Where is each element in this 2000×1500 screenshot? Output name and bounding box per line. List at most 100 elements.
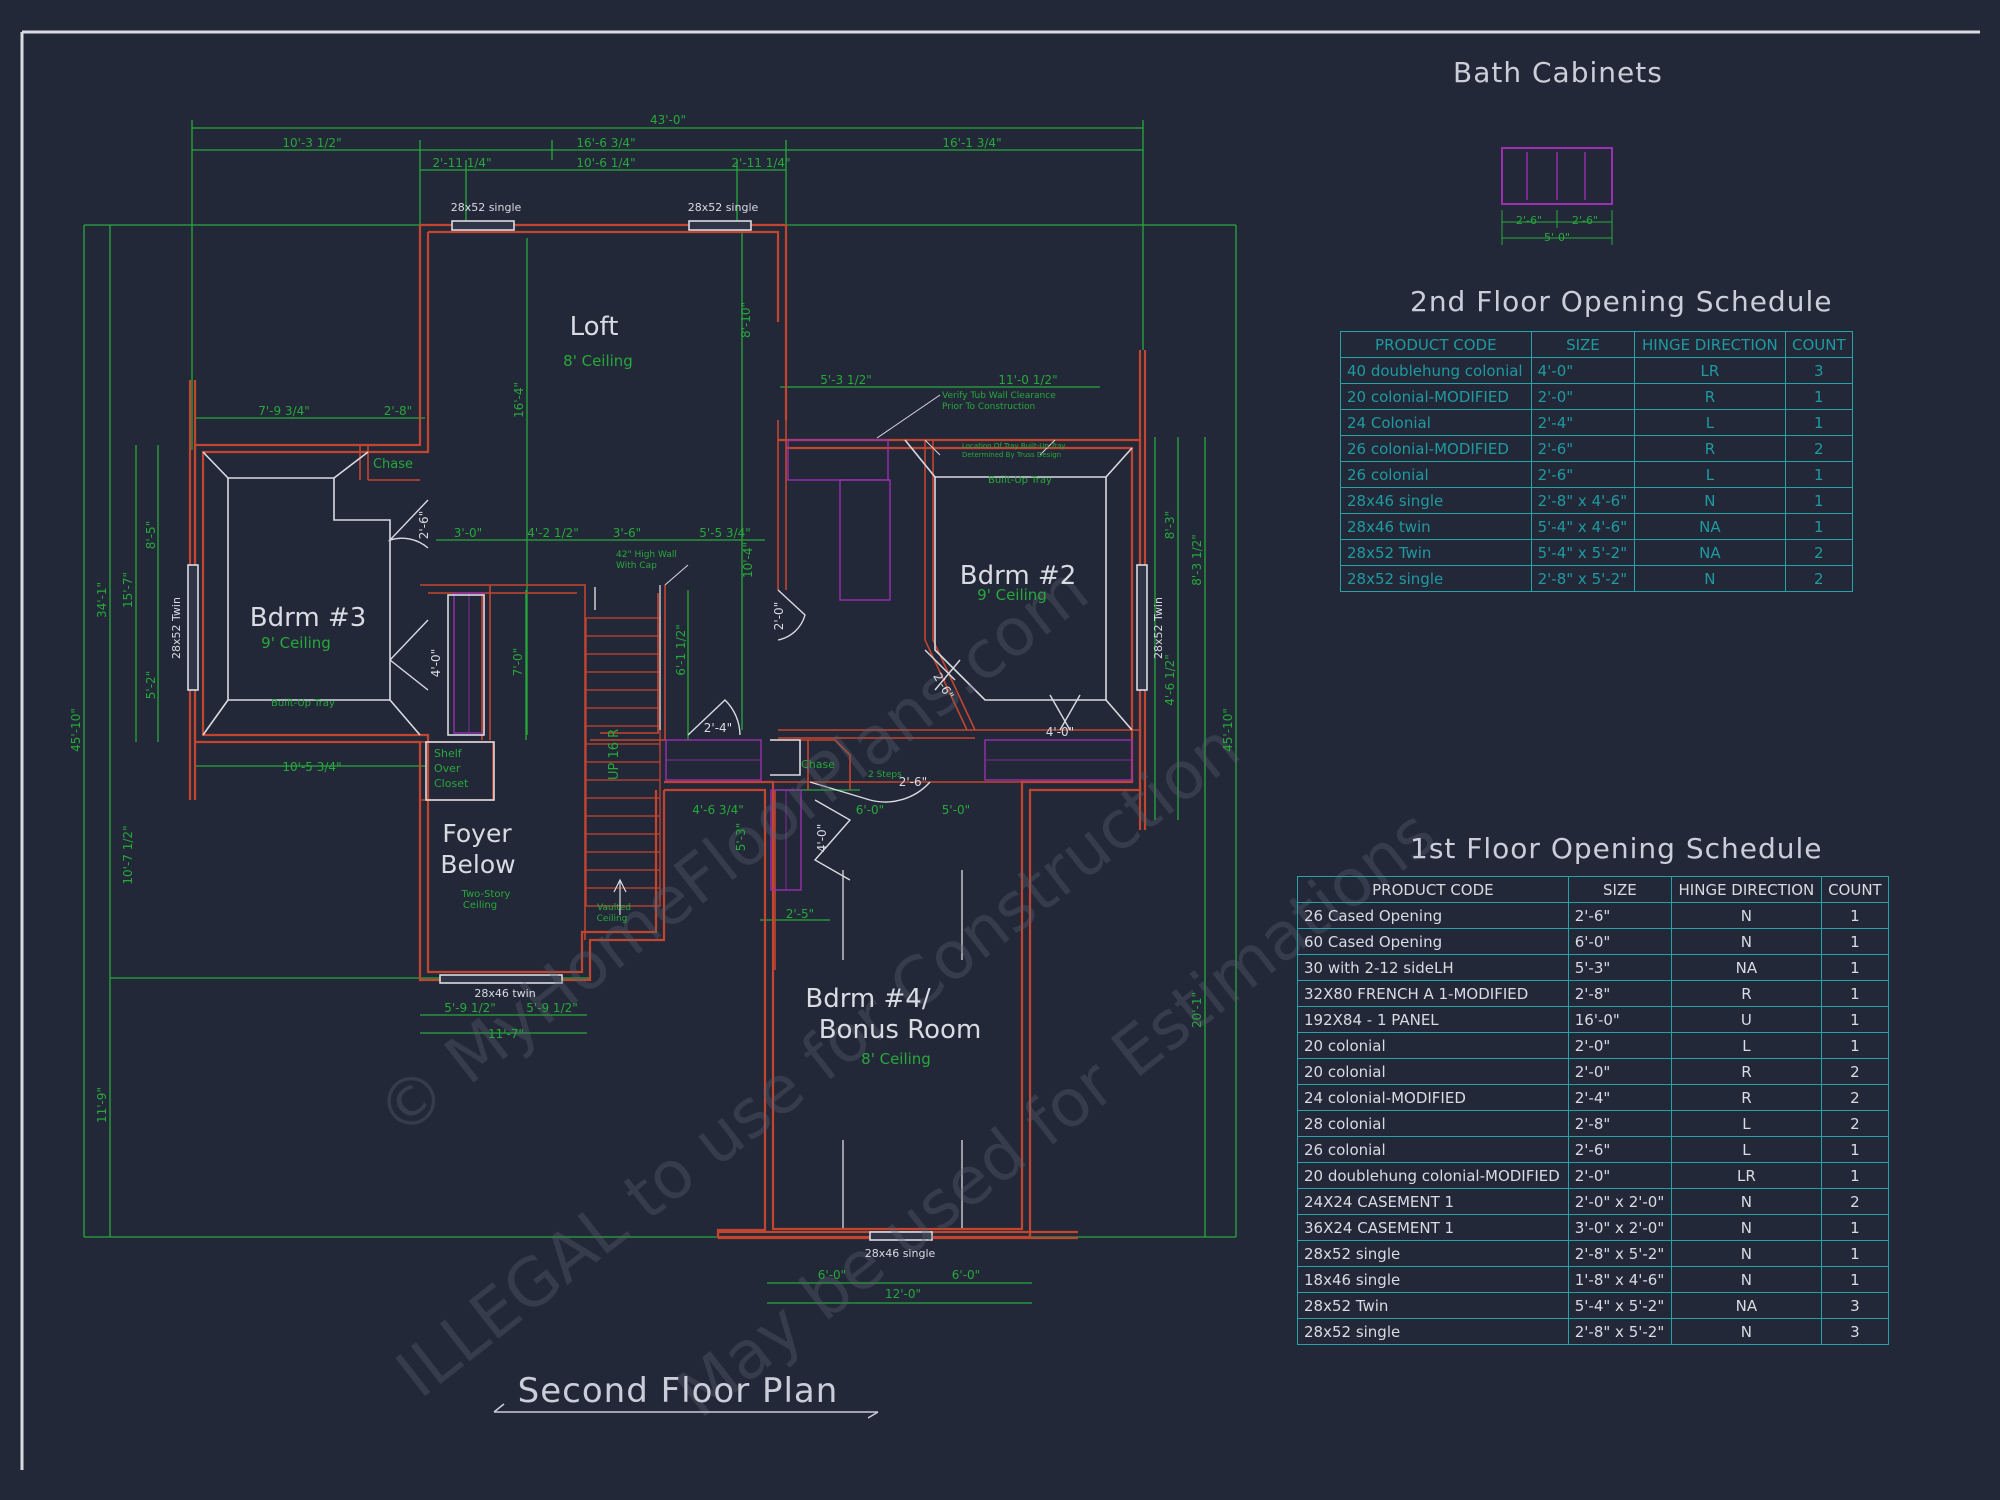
schedule-cell: N [1670,902,1822,929]
schedule-cell: 2'-8" [1567,980,1672,1007]
schedule-cell: 5'-4" x 4'-6" [1530,513,1636,540]
schedule-cell: NA [1670,954,1822,981]
schedule-cell: 20 colonial-MODIFIED [1340,383,1532,410]
bath-cab-dim-total: 5'-0" [1544,231,1570,244]
bdrm3-name: Bdrm #3 [250,603,367,633]
dim-left-d: 11'-9" [95,1087,109,1123]
schedule-cell: 28 colonial [1297,1110,1569,1137]
schedule-column-header: PRODUCT CODE [1297,876,1569,903]
dim-top-a: 10'-3 1/2" [282,136,341,150]
dim-right-overall: 45'-10" [1221,708,1235,752]
schedule-cell: 20 doublehung colonial-MODIFIED [1297,1162,1569,1189]
dim-overall-top: 43'-0" [650,113,686,127]
schedule-column-header: COUNT [1820,876,1890,903]
plan-title-underline [493,1403,879,1419]
loft-ceiling: 8' Ceiling [563,352,633,370]
dim-right-b: 8'-3 1/2" [1190,534,1204,586]
schedule-column-header: COUNT [1784,331,1854,358]
dim-stair-v: 6'-1 1/2" [674,624,688,676]
schedule-cell: 24 colonial-MODIFIED [1297,1084,1569,1111]
schedule-cell: 2'-6" [1567,902,1672,929]
note-leaders [664,394,1056,586]
schedule-cell: 1 [1784,487,1854,514]
schedule-cell: 24X24 CASEMENT 1 [1297,1188,1569,1215]
door-label-4-0b: 4'-0" [1046,725,1074,739]
schedule-cell: 26 colonial [1297,1136,1569,1163]
dim-b2-b: 11'-0 1/2" [998,373,1057,387]
window-label-bdrm2: 28x52 Twin [1152,597,1165,659]
truss-note-l1: Location Of Tray Built-Up Tray [962,442,1066,450]
schedule-cell: 1 [1820,1136,1890,1163]
schedule-cell: 16'-0" [1567,1006,1672,1033]
schedule-cell: 2'-0" [1567,1058,1672,1085]
schedule-cell: LR [1634,357,1786,384]
schedule-cell: R [1670,1058,1822,1085]
dim-b4-a: 6'-0" [818,1268,846,1282]
schedule-cell: 1 [1820,954,1890,981]
schedule-cell: 1 [1820,980,1890,1007]
schedule-cell: 28x52 Twin [1297,1292,1569,1319]
schedule-cell: 1 [1820,1214,1890,1241]
dim-hall-c: 5'-0" [942,803,970,817]
dim-hall-b: 6'-0" [856,803,884,817]
window-label-foyer: 28x46 twin [474,987,535,1000]
truss-note-l2: Determined By Truss Design [962,451,1061,459]
schedule-cell: 28x52 single [1297,1318,1569,1345]
dim-hall-e: 2'-5" [786,907,814,921]
bdrm4-ceiling: 8' Ceiling [861,1050,931,1068]
dim-mid-b: 4'-2 1/2" [527,526,579,540]
loft-name: Loft [570,312,619,342]
schedule-cell: 3'-0" x 2'-0" [1567,1214,1672,1241]
dim-hall-d: 5'-3" [734,823,748,851]
dim-mid-c: 3'-6" [613,526,641,540]
schedule-cell: 28x46 single [1340,487,1532,514]
schedule-cell: L [1634,409,1786,436]
schedule-column-header: HINGE DIRECTION [1670,876,1822,903]
schedule-cell: 1 [1820,1240,1890,1267]
shelf-closet-l2: Over [434,762,461,775]
foyer-line1: Foyer [442,819,512,848]
chase-label-2: Chase [801,758,835,771]
schedule-cell: R [1634,383,1786,410]
schedule-cell: 20 colonial [1297,1058,1569,1085]
dim-top-f: 2'-11 1/4" [731,156,790,170]
dim-left-b: 15'-7" [121,572,135,608]
schedule-cell: 3 [1784,357,1854,384]
dim-foyer-a: 5'-9 1/2" [444,1001,496,1015]
dim-mid-d: 5'-5 3/4" [699,526,751,540]
schedule-column-header: HINGE DIRECTION [1634,331,1786,358]
dim-top-c: 16'-1 3/4" [942,136,1001,150]
rail-note-l2: With Cap [616,561,657,571]
schedule-cell: 2'-6" [1530,461,1636,488]
dim-right-a: 20'-1" [1190,992,1204,1028]
schedule-cell: 36X24 CASEMENT 1 [1297,1214,1569,1241]
schedule-cell: 2'-6" [1567,1136,1672,1163]
door-label-4-0c: 4'-0" [815,824,829,852]
schedule-cell: N [1670,1318,1822,1345]
schedule-cell: N [1670,1266,1822,1293]
schedule-cell: R [1634,435,1786,462]
schedule-cell: 2'-6" [1530,435,1636,462]
door-swings [387,499,1081,881]
bdrm2-name: Bdrm #2 [960,561,1077,591]
steps-label: 2 Steps [868,770,902,780]
bath-cabinet-dims [1501,210,1613,245]
door-label-2-6c: 2'-6" [899,775,927,789]
tray-ceilings [202,439,1133,801]
schedule-cell: 2'-8" x 5'-2" [1567,1240,1672,1267]
dim-mid-a: 3'-0" [454,526,482,540]
bdrm3-ceiling: 9' Ceiling [261,634,331,652]
schedule-cell: 1'-8" x 4'-6" [1567,1266,1672,1293]
schedule-cell: 60 Cased Opening [1297,928,1569,955]
dim-foyer-b: 5'-9 1/2" [526,1001,578,1015]
dim-foyer-total: 11'-7" [488,1027,524,1041]
